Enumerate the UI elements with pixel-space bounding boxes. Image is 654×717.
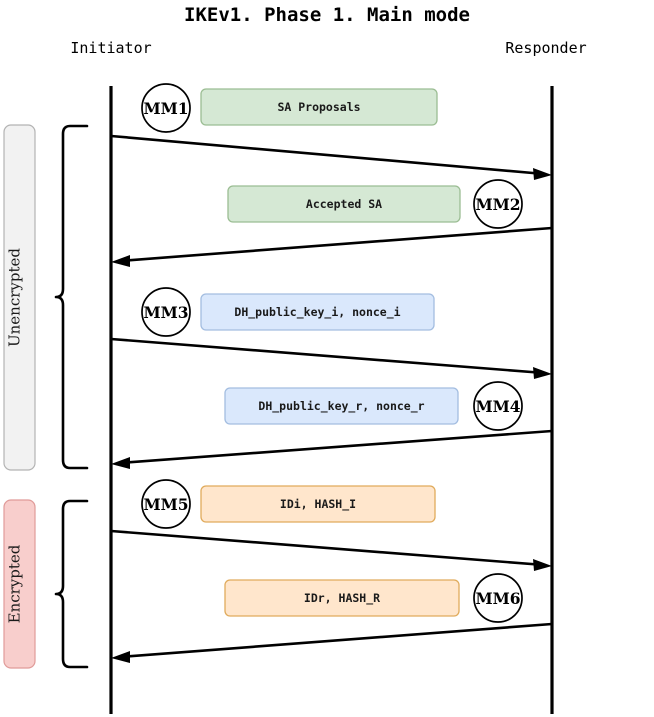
message-label-mm5: IDi, HASH_I bbox=[280, 497, 356, 512]
message-arrow-head-mm1 bbox=[533, 168, 552, 180]
message-label-mm1: SA Proposals bbox=[277, 100, 360, 114]
message-marker-circle-mm3 bbox=[141, 287, 191, 337]
phase-box-encrypted bbox=[3, 499, 36, 669]
brace-encrypted bbox=[54, 499, 89, 669]
message-arrow-line-mm6 bbox=[118, 622, 553, 659]
message-box-mm5 bbox=[200, 485, 436, 523]
message-group-mm5: IDi, HASH_I MM5 bbox=[110, 479, 552, 571]
message-arrow-head-mm2 bbox=[111, 255, 130, 267]
message-marker-circle-mm5 bbox=[141, 479, 191, 529]
message-label-mm2: Accepted SA bbox=[306, 197, 382, 211]
message-box-mm3 bbox=[200, 293, 435, 331]
message-arrow-head-mm3 bbox=[533, 367, 552, 379]
message-group-mm2: Accepted SA MM2 bbox=[111, 179, 553, 267]
message-box-mm1 bbox=[200, 88, 438, 126]
message-arrow-line-mm1 bbox=[110, 134, 545, 176]
diagram-title: IKEv1. Phase 1. Main mode bbox=[184, 4, 470, 26]
message-marker-circle-mm6 bbox=[473, 573, 523, 623]
message-tag-mm6: MM6 bbox=[475, 589, 520, 608]
message-marker-circle-mm1 bbox=[141, 83, 191, 133]
phase-label-encrypted: Encrypted bbox=[6, 544, 24, 623]
message-arrow-head-mm5 bbox=[533, 559, 552, 571]
actor-label-responder: Responder bbox=[505, 39, 586, 57]
phase-label-unencrypted: Unencrypted bbox=[6, 248, 24, 347]
phase-box-unencrypted bbox=[3, 124, 36, 471]
message-label-mm6: IDr, HASH_R bbox=[304, 591, 380, 606]
message-arrow-line-mm3 bbox=[110, 337, 545, 375]
message-group-mm1: SA Proposals MM1 bbox=[110, 83, 552, 180]
message-tag-mm1: MM1 bbox=[143, 99, 188, 118]
message-arrow-line-mm2 bbox=[118, 226, 553, 263]
message-arrow-line-mm5 bbox=[110, 529, 545, 567]
message-box-mm4 bbox=[224, 387, 459, 425]
message-marker-circle-mm4 bbox=[473, 381, 523, 431]
actor-label-initiator: Initiator bbox=[70, 39, 151, 57]
message-tag-mm4: MM4 bbox=[475, 397, 520, 416]
message-tag-mm5: MM5 bbox=[143, 495, 188, 514]
message-box-mm2 bbox=[227, 185, 461, 223]
message-tag-mm3: MM3 bbox=[143, 303, 188, 322]
message-box-mm6 bbox=[224, 579, 460, 617]
message-group-mm4: DH_public_key_r, nonce_r MM4 bbox=[111, 381, 553, 469]
message-arrow-head-mm6 bbox=[111, 651, 130, 663]
message-group-mm6: IDr, HASH_R MM6 bbox=[111, 573, 553, 663]
message-arrow-line-mm4 bbox=[118, 429, 553, 465]
message-label-mm3: DH_public_key_i, nonce_i bbox=[234, 305, 400, 320]
message-tag-mm2: MM2 bbox=[475, 195, 520, 214]
message-group-mm3: DH_public_key_i, nonce_i MM3 bbox=[110, 287, 552, 379]
message-label-mm4: DH_public_key_r, nonce_r bbox=[258, 399, 424, 414]
brace-unencrypted bbox=[54, 124, 89, 470]
message-marker-circle-mm2 bbox=[473, 179, 523, 229]
message-arrow-head-mm4 bbox=[111, 457, 130, 469]
